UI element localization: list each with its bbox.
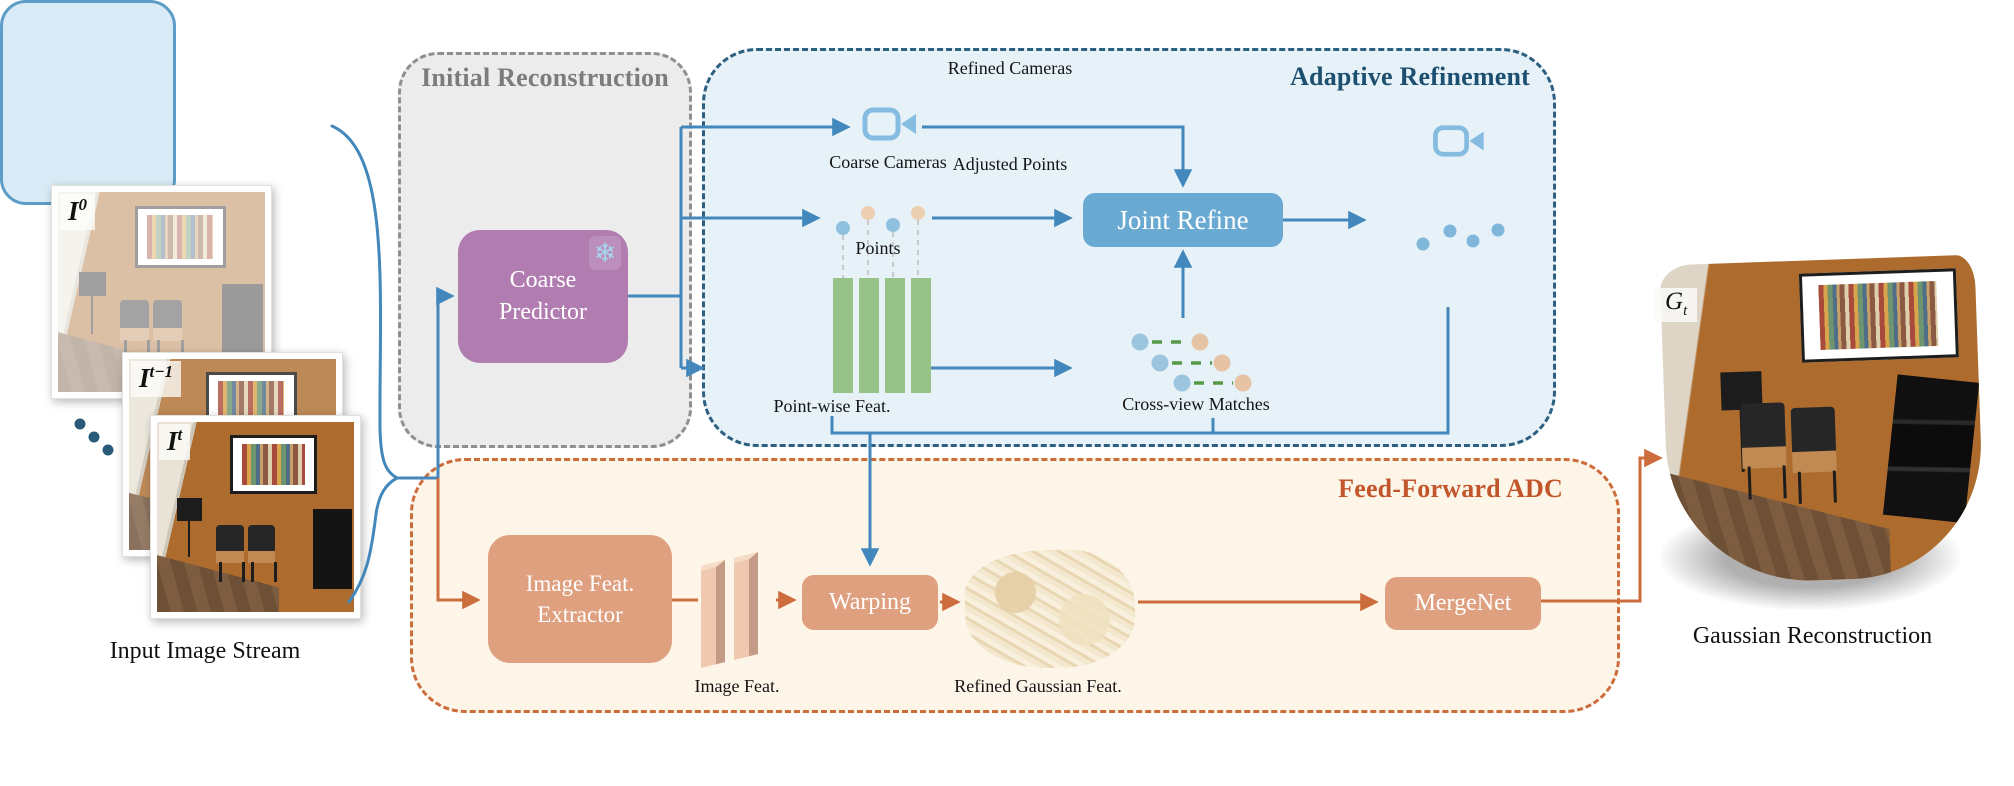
striped-art: [1818, 280, 1939, 351]
image-feature-slab: [734, 552, 758, 660]
chair: [1739, 402, 1787, 500]
music-stand: [78, 272, 106, 335]
refined-camera-icon: [1432, 124, 1488, 158]
coarse-predictor-line2: Predictor: [499, 298, 587, 325]
warping-node: Warping: [802, 575, 938, 630]
adaptive-refinement-region: [702, 48, 1556, 447]
striped-art: [241, 444, 305, 486]
chair: [153, 300, 184, 360]
refined-output-box: Refined Cameras Adjusted Points: [0, 0, 1072, 205]
picture-frame: [1798, 268, 1959, 364]
gaussian-set-label: Gt: [1655, 288, 1698, 322]
image-feature-slab: [701, 560, 725, 668]
stacked-chairs: [1882, 373, 1979, 523]
mergenet-node: MergeNet: [1385, 577, 1541, 630]
input-frame-t: It: [150, 415, 361, 619]
stream-ellipsis-icon: [74, 418, 114, 456]
gaussian-reconstruction-image: Gt: [1625, 254, 1995, 620]
frame-label-it: It: [159, 424, 191, 460]
joint-refine-node: Joint Refine: [1083, 193, 1283, 247]
striped-art: [146, 215, 214, 259]
piano: [312, 509, 353, 590]
snowflake-icon: ❄: [589, 236, 621, 270]
chair: [247, 524, 277, 582]
reconstruction-render: [1659, 254, 1986, 586]
refined-cameras-label: Refined Cameras: [947, 58, 1073, 78]
chair: [216, 524, 246, 582]
picture-frame: [229, 435, 317, 495]
frame-label-i0: I0: [60, 194, 96, 230]
music-stand: [176, 498, 203, 557]
coarse-camera-icon: [862, 106, 920, 142]
gaussian-reconstruction-caption: Gaussian Reconstruction: [1692, 623, 1933, 649]
coarse-predictor-node: Coarse Predictor ❄: [458, 230, 628, 363]
chair: [1790, 406, 1838, 505]
extractor-line2: Extractor: [537, 602, 623, 627]
adjusted-points-label: Adjusted Points: [952, 154, 1068, 174]
input-stream-caption: Input Image Stream: [109, 638, 301, 664]
refined-gaussian-pointcloud: [962, 547, 1138, 671]
extractor-line1: Image Feat.: [525, 570, 635, 596]
coarse-predictor-line1: Coarse: [509, 266, 577, 293]
picture-frame: [134, 206, 226, 268]
pointwise-feature-bars: [833, 278, 931, 393]
image-feat-extractor-node: Image Feat. Extractor: [488, 535, 672, 663]
chair: [120, 300, 151, 360]
frame-label-it-1: It−1: [131, 361, 182, 397]
